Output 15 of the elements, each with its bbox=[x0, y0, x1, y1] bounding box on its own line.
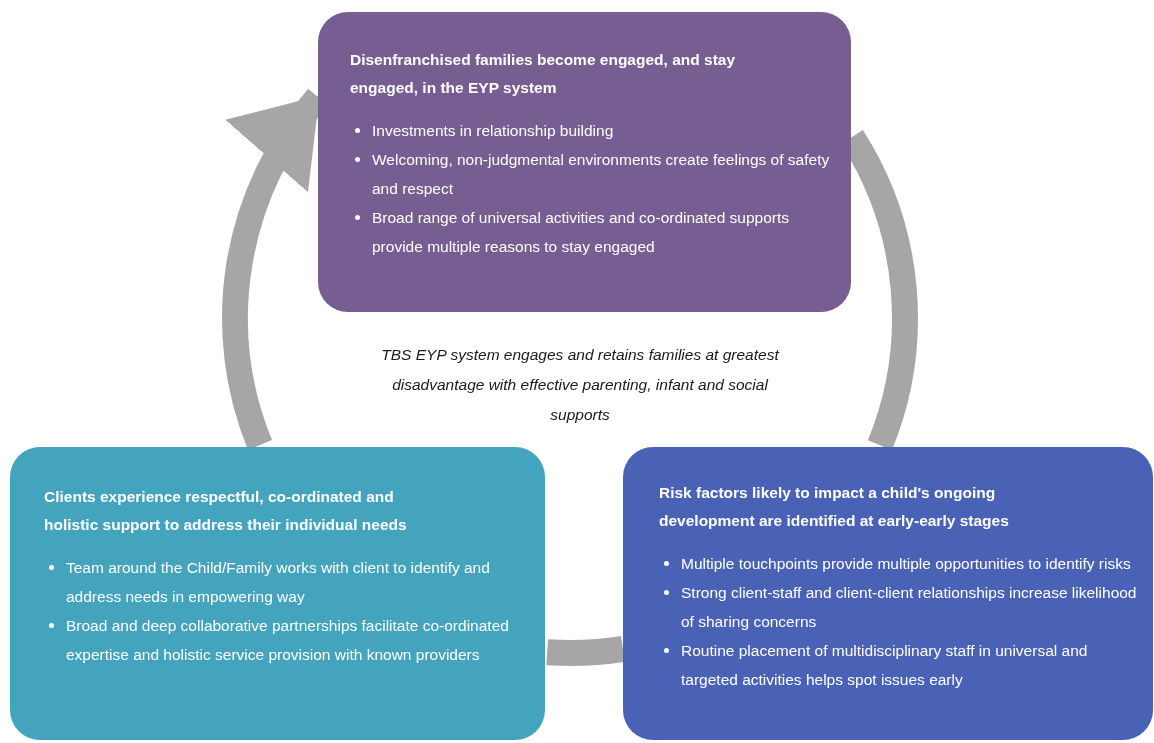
stage-heading: Risk factors likely to impact a child's ongoing development are identified at early-early stages bbox=[659, 483, 1010, 531]
stage-box bbox=[10, 447, 545, 740]
bullet-item: Investments in relationship building bbox=[350, 116, 837, 145]
bullet-item: Strong client-staff and client-client relationships increase likelihood of sharing concerns bbox=[659, 578, 1139, 636]
bullet-item: Team around the Child/Family works with client to identify and address needs in empowering way bbox=[44, 553, 531, 611]
bullet-item: Broad and deep collaborative partnerships facilitate co-ordinated expertise and holistic service provision with known providers bbox=[44, 611, 531, 669]
bullet-item: Multiple touchpoints provide multiple opportunities to identify risks bbox=[659, 549, 1139, 578]
bullet-item: Routine placement of multidisciplinary staff in universal and targeted activities helps spot issues early bbox=[659, 636, 1139, 694]
stage-heading: Clients experience respectful, co-ordinated and holistic support to address their individual needs bbox=[44, 487, 408, 535]
stage-box bbox=[623, 447, 1153, 740]
bullet-item: Welcoming, non-judgmental environments create feelings of safety and respect bbox=[350, 145, 837, 203]
center-statement: TBS EYP system engages and retains families at greatest disadvantage with effective parenting, infant and social supports bbox=[380, 345, 781, 425]
bullet-item: Broad range of universal activities and co-ordinated supports provide multiple reasons to stay engaged bbox=[350, 203, 837, 261]
stage-box bbox=[318, 12, 851, 312]
stage-heading: Disenfranchised families become engaged, and stay engaged, in the EYP system bbox=[350, 50, 737, 98]
